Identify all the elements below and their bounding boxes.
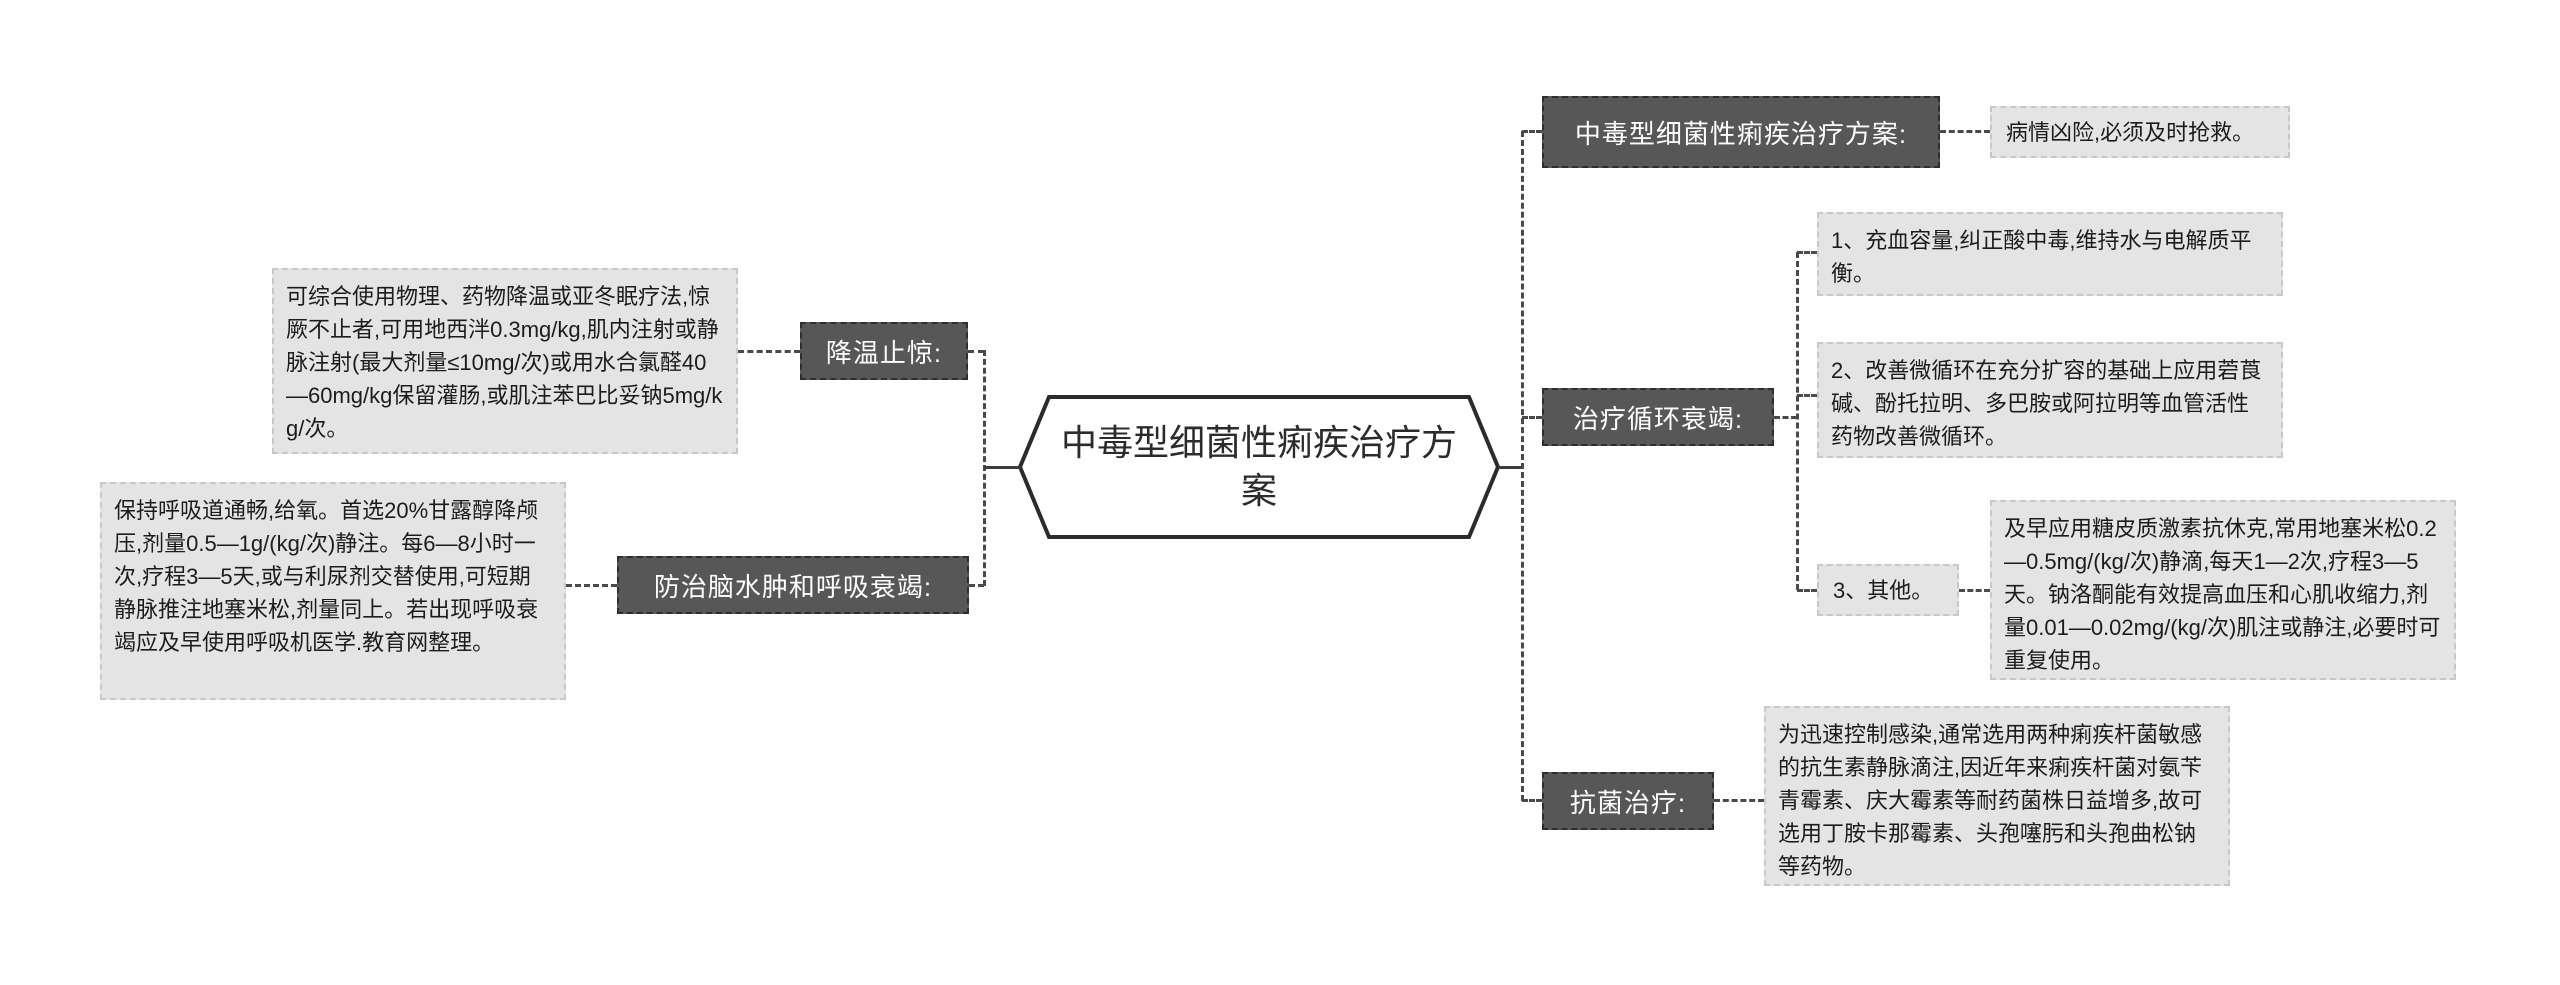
- connector-zhiliao-child: [1774, 416, 1797, 419]
- connector-right-vertical: [1521, 131, 1524, 801]
- connector-item1: [1797, 251, 1817, 254]
- detail-box-item1: 1、充血容量,纠正酸中毒,维持水与电解质平衡。: [1817, 212, 2283, 296]
- detail-box-item2: 2、改善微循环在充分扩容的基础上应用菪莨碱、酚托拉明、多巴胺或阿拉明等血管活性药…: [1817, 342, 2283, 458]
- connector-jiangwen-detail: [738, 350, 800, 353]
- connector-item2: [1797, 394, 1817, 397]
- connector-main-bingqing: [1940, 130, 1990, 133]
- node-zhiliaofangan[interactable]: 中毒型细菌性痢疾治疗方案:: [1542, 96, 1940, 168]
- detail-box-item3: 及早应用糖皮质激素抗休克,常用地塞米松0.2—0.5mg/(kg/次)静滴,每天…: [1990, 500, 2456, 680]
- detail-box-jiangwen: 可综合使用物理、药物降温或亚冬眠疗法,惊厥不止者,可用地西泮0.3mg/kg,肌…: [272, 268, 738, 454]
- center-topic-node[interactable]: 中毒型细菌性痢疾治疗方案: [1017, 394, 1501, 540]
- detail-box-bingqing: 病情凶险,必须及时抢救。: [1990, 106, 2290, 158]
- connector-item3-detail: [1959, 589, 1990, 592]
- node-jiangwen-zhijing[interactable]: 降温止惊:: [800, 322, 968, 380]
- connector-right-solid: [1498, 466, 1524, 469]
- node-zhiliao-xunhuan[interactable]: 治疗循环衰竭:: [1542, 388, 1774, 446]
- connector-jiangwen-vline: [968, 350, 984, 353]
- detail-box-kangjun: 为迅速控制感染,通常选用两种痢疾杆菌敏感的抗生素静脉滴注,因近年来痢疾杆菌对氨苄…: [1764, 706, 2230, 886]
- connector-left-solid: [984, 466, 1020, 469]
- detail-box-fangzhi: 保持呼吸道通畅,给氧。首选20%甘露醇降颅压,剂量0.5—1g/(kg/次)静注…: [100, 482, 566, 700]
- node-kangjun-zhiliao[interactable]: 抗菌治疗:: [1542, 772, 1714, 830]
- connector-main-node: [1522, 130, 1542, 133]
- connector-child-vertical: [1796, 252, 1799, 590]
- connector-kangjun-node: [1522, 799, 1542, 802]
- connector-fangzhi-vline: [969, 584, 984, 587]
- node-fangzhi-naoshuizhong[interactable]: 防治脑水肿和呼吸衰竭:: [617, 556, 969, 614]
- connector-item3: [1797, 589, 1817, 592]
- connector-zhiliao-node: [1522, 416, 1542, 419]
- connector-fangzhi-detail: [566, 584, 617, 587]
- connector-kangjun-detail: [1714, 799, 1764, 802]
- center-topic-label: 中毒型细菌性痢疾治疗方案: [1060, 422, 1457, 511]
- node-item3-qita[interactable]: 3、其他。: [1817, 564, 1959, 616]
